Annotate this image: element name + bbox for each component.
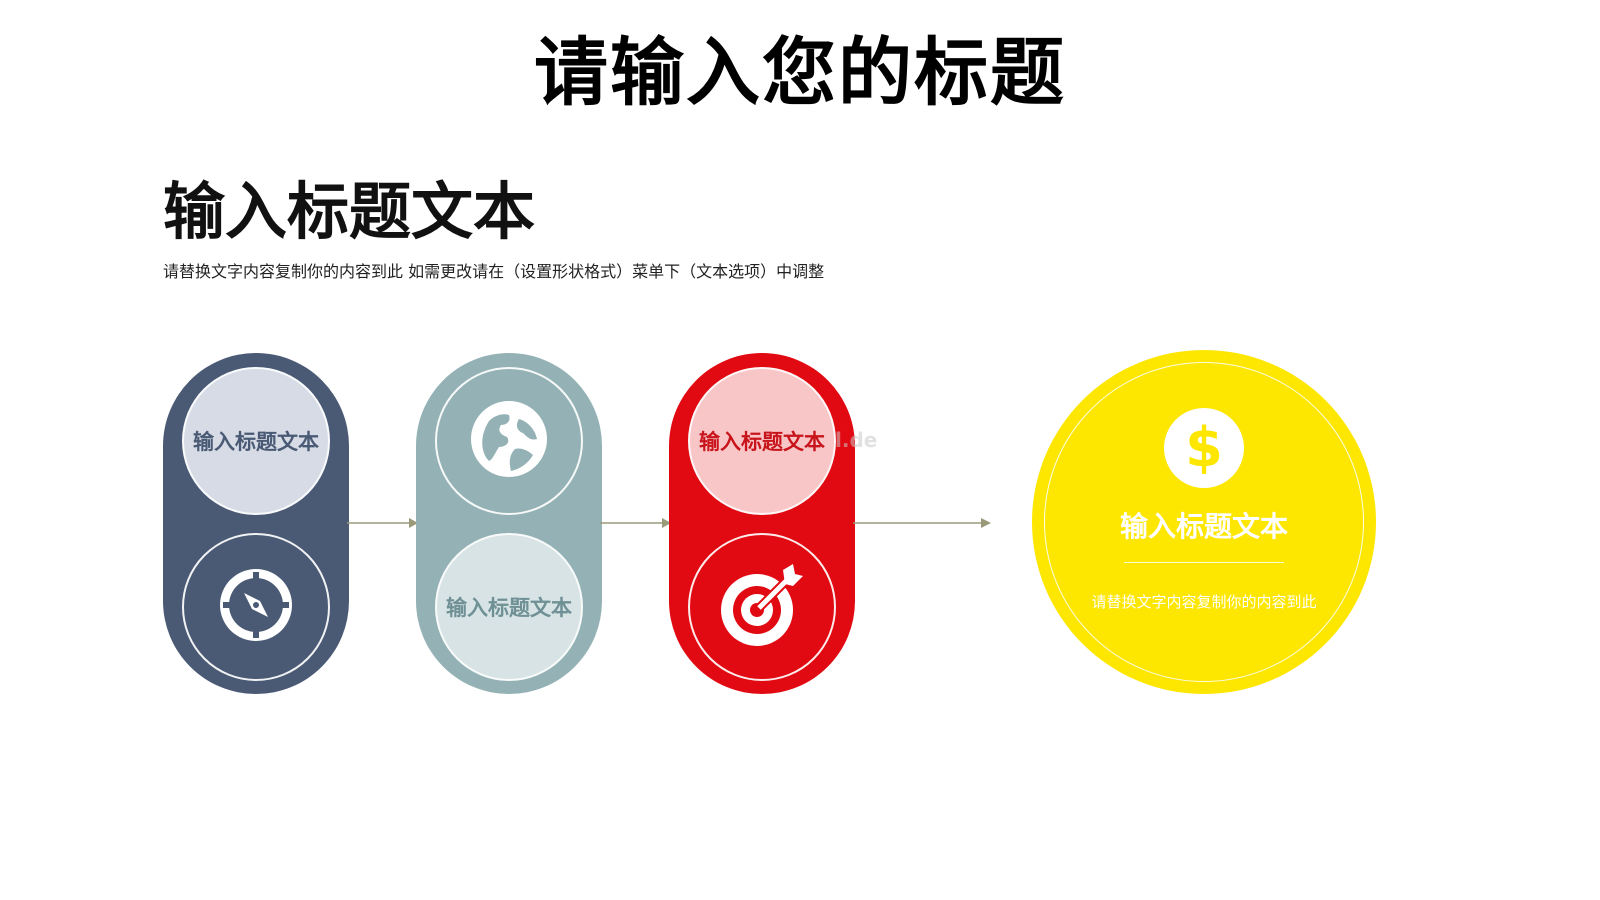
target-icon bbox=[717, 560, 807, 654]
watermark: l.de bbox=[835, 428, 878, 452]
flow-arrow-1 bbox=[347, 518, 418, 528]
section-description: 请替换文字内容复制你的内容到此 如需更改请在（设置形状格式）菜单下（文本选项）中… bbox=[163, 262, 825, 281]
flow-arrow-2 bbox=[600, 518, 671, 528]
step-3-label-circle: 输入标题文本 bbox=[688, 367, 836, 515]
step-2-icon-circle bbox=[435, 367, 583, 515]
step-3-label: 输入标题文本 bbox=[699, 430, 825, 454]
step-2-label-circle: 输入标题文本 bbox=[435, 533, 583, 681]
step-3-pill: 输入标题文本 bbox=[669, 353, 855, 694]
step-2-label: 输入标题文本 bbox=[446, 596, 572, 620]
globe-icon bbox=[467, 397, 551, 485]
compass-icon bbox=[214, 563, 298, 651]
step-2-pill: 输入标题文本 bbox=[416, 353, 602, 694]
step-1-pill: 输入标题文本 bbox=[163, 353, 349, 694]
svg-text:$: $ bbox=[1185, 416, 1223, 479]
dollar-icon: $ bbox=[1164, 408, 1244, 488]
result-inner-ring bbox=[1044, 362, 1364, 682]
result-divider bbox=[1124, 562, 1284, 563]
result-description: 请替换文字内容复制你的内容到此 bbox=[1091, 593, 1317, 611]
step-1-label: 输入标题文本 bbox=[193, 430, 319, 454]
result-circle: $ 输入标题文本 请替换文字内容复制你的内容到此 bbox=[1032, 350, 1376, 694]
step-3-icon-circle bbox=[688, 533, 836, 681]
step-1-label-circle: 输入标题文本 bbox=[182, 367, 330, 515]
page-title: 请输入您的标题 bbox=[534, 30, 1066, 116]
flow-arrow-3 bbox=[853, 518, 991, 528]
result-title: 输入标题文本 bbox=[1119, 510, 1288, 543]
step-1-icon-circle bbox=[182, 533, 330, 681]
section-title: 输入标题文本 bbox=[163, 175, 536, 248]
